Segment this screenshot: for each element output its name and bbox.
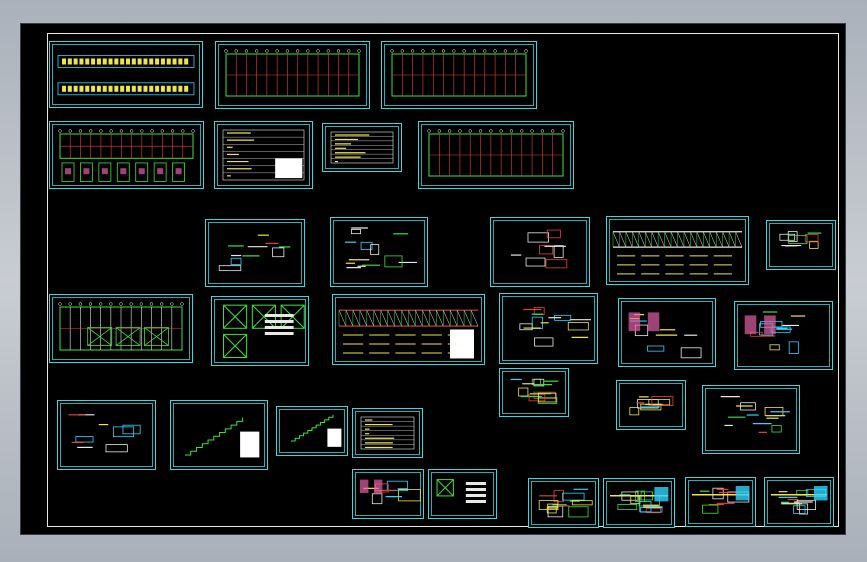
sheet-drawing [421,124,571,186]
sheet-drawing [214,299,306,363]
sheet-sections[interactable] [702,385,800,454]
sheet-drawing [609,219,746,282]
sheet-drawing [217,124,310,186]
sheet-sections[interactable] [616,380,686,430]
sheet-drawing [60,403,153,467]
sheet-drawing [502,296,595,361]
sheet-drawing [502,371,566,414]
sheet-sections[interactable] [499,293,598,364]
sheet-plan[interactable] [381,41,537,109]
sheet-frame-detail[interactable] [205,219,305,287]
sheet-drawing [431,472,494,516]
sheet-beam-layout[interactable] [332,294,485,365]
sheet-drawing [218,44,367,106]
sheet-drawing [493,220,587,284]
sheet-drawing [208,222,302,284]
sheet-drawing [325,126,399,169]
sheet-beam-detail[interactable] [603,478,675,528]
sheet-elevation[interactable] [49,41,203,108]
model-space-canvas[interactable] [20,23,846,535]
sheet-drawing [355,411,420,455]
sheet-table[interactable] [322,123,402,172]
sheet-drawing [355,472,421,516]
sheet-drawing [688,480,753,524]
sheet-drawing [52,44,200,105]
sheet-drawing [769,223,833,267]
sheet-stair[interactable] [276,406,348,456]
sheet-frame-detail[interactable] [330,217,428,287]
sheet-truss[interactable] [606,216,749,285]
sheet-drawing [52,297,190,360]
sheet-drawing [606,481,672,525]
sheet-drawing [173,403,265,467]
sheet-drawing [705,388,797,451]
sheet-drawing [279,409,345,453]
drawing-limits-border [47,33,839,527]
sheet-drawing [737,304,830,367]
sheet-beam-detail[interactable] [528,478,599,528]
sheet-table[interactable] [352,408,423,458]
sheet-notes[interactable] [214,121,313,189]
sheet-stair[interactable] [170,400,268,470]
sheet-drawing [621,301,713,364]
sheet-sections[interactable] [766,220,836,270]
sheet-drawing [52,124,201,186]
sheet-drawing [531,481,596,525]
sheet-detail-sheet[interactable] [352,469,424,519]
sheet-drawing [333,220,425,284]
sheet-beam-detail[interactable] [764,477,834,527]
sheet-plan[interactable] [418,121,574,189]
sheet-details[interactable] [57,400,156,470]
sheet-drawing [335,297,482,362]
sheet-drawing [384,44,534,106]
sheet-grid-plan[interactable] [49,294,193,363]
sheet-sections[interactable] [499,368,569,417]
sheet-detail-sheet[interactable] [618,298,716,367]
sheet-beam-detail[interactable] [685,477,756,527]
sheet-plan-details[interactable] [49,121,204,189]
sheet-bracing[interactable] [211,296,309,366]
sheet-bracing-detail[interactable] [428,469,497,519]
sheet-plan[interactable] [215,41,370,109]
sheet-detail-sheet[interactable] [734,301,833,370]
sheet-frame-detail[interactable] [490,217,590,287]
sheet-drawing [767,480,831,524]
sheet-drawing [619,383,683,427]
